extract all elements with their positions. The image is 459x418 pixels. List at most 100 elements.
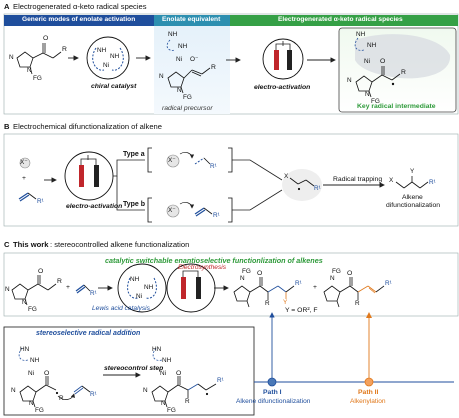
atom-r1-b1: R¹ [37, 198, 44, 205]
section-b-frame [3, 133, 459, 227]
atom-fg-c2: FG [242, 268, 251, 275]
atom-r-a2: R [211, 64, 216, 71]
section-c-bottom-frame [3, 326, 255, 416]
ketone-structure-a [16, 43, 62, 75]
electro-activation-label-b: electro-activation [66, 203, 123, 210]
atom-o-a2: O [380, 58, 386, 65]
halide-bubble [19, 157, 31, 169]
atom-fg-c3: FG [332, 268, 341, 275]
section-a-frame [3, 13, 459, 115]
atom-r-a3: R [401, 69, 406, 76]
type-a-label: Type a [123, 151, 145, 158]
atom-n-c1: N [5, 286, 10, 293]
radical-precursor-label: radical precursor [162, 105, 213, 112]
atom-nh-a2: NH [110, 53, 120, 60]
atom-fg-c4: FG [35, 407, 44, 414]
atom-n-a1: N [9, 54, 14, 61]
radical-trapping-label: Radical trapping [333, 176, 383, 183]
path-1-node [267, 377, 277, 387]
atom-ni-c1: Ni [136, 293, 143, 300]
chiral-catalyst-label: chiral catalyst [91, 83, 137, 90]
electrosynthesis-label: Electrosynthesis [178, 264, 227, 271]
product-path-1 [233, 277, 295, 308]
atom-r1-b3: R¹ [213, 212, 220, 219]
atom-ni-c2: Ni [28, 370, 35, 377]
section-b-title: Electrochemical difunctionalization of a… [13, 122, 163, 131]
atom-y-c1: Y [283, 299, 288, 306]
radical-intermediate-blob [282, 169, 322, 201]
key-radical-structure [354, 37, 401, 98]
atom-r-c4: R [59, 395, 64, 402]
atom-r1-c5: R¹ [217, 377, 224, 384]
atom-nh-c3: NH [30, 357, 40, 364]
halide-type-b: X⁻ [168, 207, 176, 214]
atom-fg-c1: FG [28, 306, 37, 313]
path-2-node [364, 377, 374, 387]
atom-r1-c2: R¹ [295, 280, 302, 287]
atom-ni-a2: Ni [176, 56, 183, 63]
atom-nh-a1: NH [97, 47, 107, 54]
radical-dot-icon [391, 82, 395, 86]
atom-n-c2: N [22, 299, 27, 306]
atom-fg-a2: FG [183, 94, 192, 101]
halide-anion-b: X⁻ [20, 159, 28, 166]
radical-addition-reactant [18, 347, 91, 408]
chiral-catalyst-circle [86, 36, 130, 80]
atom-ni-c3: Ni [160, 370, 167, 377]
atom-ominus-a1: O⁻ [190, 56, 199, 63]
lewis-acid-circle [117, 263, 167, 313]
atom-r1-c4: R¹ [90, 391, 97, 398]
atom-n-c3: N [240, 275, 245, 282]
path-1-label: Path I [263, 389, 282, 396]
banner-enolate [154, 15, 230, 26]
atom-n-a6: N [365, 91, 370, 98]
banner-generic [4, 15, 154, 26]
atom-n-c5: N [11, 387, 16, 394]
atom-ni-a3: Ni [364, 58, 371, 65]
lewis-acid-label: Lewis acid catalysis [92, 305, 150, 312]
atom-r-c1: R [57, 278, 62, 285]
section-c-top-frame [3, 252, 459, 317]
atom-nh-c1: NH [130, 276, 140, 283]
atom-nh-c2: NH [144, 284, 154, 291]
halide-type-a: X⁻ [168, 157, 176, 164]
section-c-letter: C [4, 240, 10, 249]
atom-r1-c3: R¹ [385, 280, 392, 287]
atom-r-a1: R [62, 46, 67, 53]
banner-electro [230, 15, 458, 26]
atom-r-c5: R [185, 398, 190, 405]
atom-ni-a1: Ni [103, 62, 110, 69]
atom-r1-b5: R¹ [429, 179, 436, 186]
atom-n-a3: N [159, 73, 164, 80]
radical-addition-product [151, 347, 217, 408]
ketone-structure-c [11, 275, 57, 306]
green-title: catalytic switchable enantioselective fu… [105, 256, 323, 265]
atom-o-c4: O [44, 370, 50, 377]
type-b-label: Type b [123, 201, 146, 208]
atom-r-c2: R [265, 300, 270, 307]
banner-electro-label: Electrogenerated α-keto radical species [278, 16, 403, 23]
atom-nh-a3: NH [168, 31, 178, 38]
alkene-difunc-line1: Alkene [402, 194, 423, 201]
section-a-letter: A [4, 2, 10, 11]
atom-n-a2: N [27, 67, 32, 74]
atom-n-c8: N [161, 400, 166, 407]
atom-o-c3: O [347, 270, 353, 277]
electro-circle-a [262, 38, 304, 80]
atom-o-a1: O [43, 35, 49, 42]
section-a-title: Electrogenerated α-keto radical species [13, 2, 147, 11]
atom-nh-c4: NH [162, 357, 172, 364]
atom-o-c1: O [38, 268, 44, 275]
atom-nh-a4: NH [178, 43, 188, 50]
atom-x-b2: X [389, 177, 394, 184]
enolate-structure [166, 39, 211, 94]
banner-enolate-label: Enolate equivalent [162, 16, 221, 23]
atom-nh-a6: NH [367, 42, 377, 49]
atom-hn-c2: HN [152, 346, 162, 353]
path-1-desc: Alkene difunctionalization [236, 398, 311, 405]
stereocontrol-step-label: stereocontrol step [104, 365, 164, 372]
difunctional-product-b [395, 176, 429, 189]
stereoselective-title: stereoselective radical addition [36, 330, 141, 337]
atom-n-c7: N [143, 387, 148, 394]
